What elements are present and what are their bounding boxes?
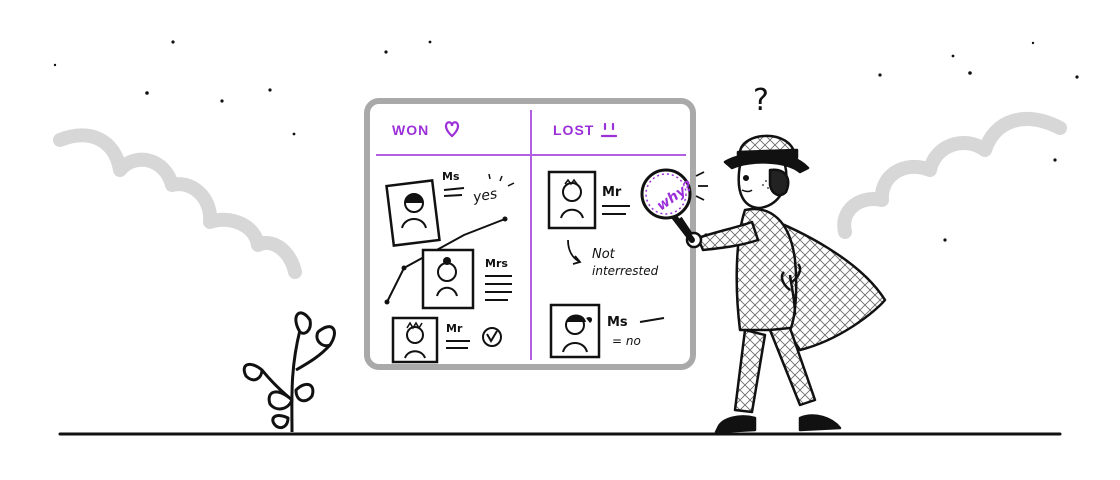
won-header: WON — [392, 122, 429, 138]
lost-header: LOST — [553, 122, 594, 138]
sad-face-icon — [600, 122, 618, 138]
lost-card-mr-note-1: Not — [592, 247, 616, 262]
won-card-ms-title: Ms — [442, 170, 460, 183]
plant — [242, 311, 336, 433]
magnifying-glass-icon: why? — [640, 168, 708, 243]
won-card-mrs: Mrs — [421, 248, 512, 310]
check-circle-icon — [482, 327, 502, 347]
lost-card-ms: Ms = no — [549, 303, 665, 359]
question-mark: ? — [753, 83, 769, 118]
won-card-ms-note: yes — [471, 186, 499, 206]
background-stars — [53, 40, 1079, 242]
lost-card-mr-title: Mr — [602, 185, 622, 200]
heart-icon — [444, 121, 460, 138]
lost-card-mr: Mr Not interrested — [547, 170, 659, 278]
won-lost-board: WON LOST Ms yes Mrs — [364, 98, 696, 370]
lost-card-ms-note: = no — [612, 334, 641, 348]
lost-card-ms-title: Ms — [607, 315, 628, 330]
won-card-mr-title: Mr — [446, 322, 463, 335]
won-card-ms: Ms yes — [385, 170, 515, 247]
arrow-icon — [567, 239, 582, 265]
lost-card-mr-note-2: interrested — [592, 264, 659, 278]
cloud-right — [837, 112, 1067, 239]
detective — [678, 134, 887, 434]
won-card-mr: Mr — [391, 316, 502, 364]
won-card-mrs-title: Mrs — [485, 257, 508, 270]
cloud-left — [53, 128, 302, 279]
